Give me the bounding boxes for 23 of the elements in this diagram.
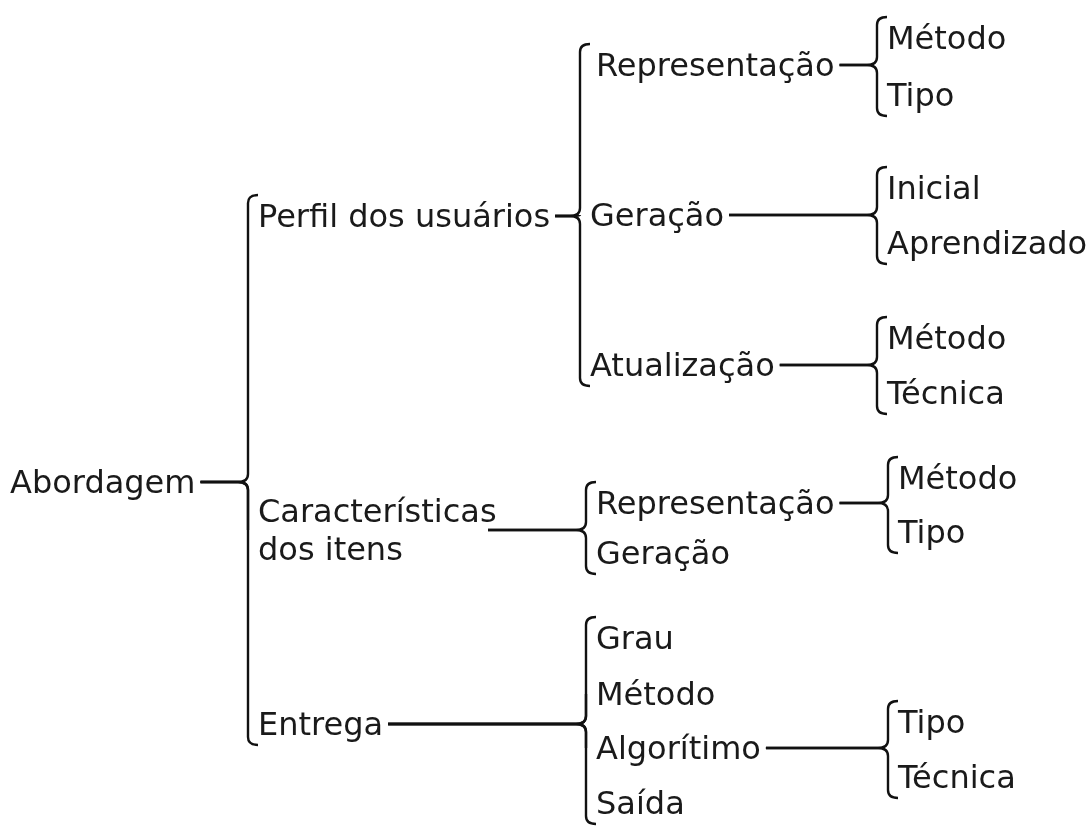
category-label: Algorítimo: [586, 729, 878, 767]
category-label: Perfil dos usuários: [248, 197, 570, 235]
category-label: Método: [877, 19, 1087, 57]
category-label: Geração: [586, 534, 796, 572]
category-label: Geração: [580, 196, 867, 234]
category-label: Técnica: [877, 374, 1087, 412]
category-label: Técnica: [888, 758, 1088, 796]
category-label: Abordagem: [0, 463, 238, 501]
category-label: Método: [888, 459, 1088, 497]
category-label: Representação: [586, 484, 878, 522]
category-label: Saída: [586, 784, 796, 822]
category-label: Características dos itens: [248, 492, 576, 568]
category-label: Representação: [586, 46, 867, 84]
category-label: Tipo: [888, 513, 1088, 551]
category-label: Atualização: [580, 346, 867, 384]
category-label: Entrega: [248, 705, 576, 743]
category-label: Inicial: [877, 169, 1087, 207]
category-label: Método: [877, 319, 1087, 357]
category-label: Aprendizado: [877, 224, 1087, 262]
category-label: Grau: [586, 619, 796, 657]
category-label: Tipo: [888, 703, 1088, 741]
category-label: Método: [586, 675, 796, 713]
category-label: Tipo: [877, 76, 1087, 114]
